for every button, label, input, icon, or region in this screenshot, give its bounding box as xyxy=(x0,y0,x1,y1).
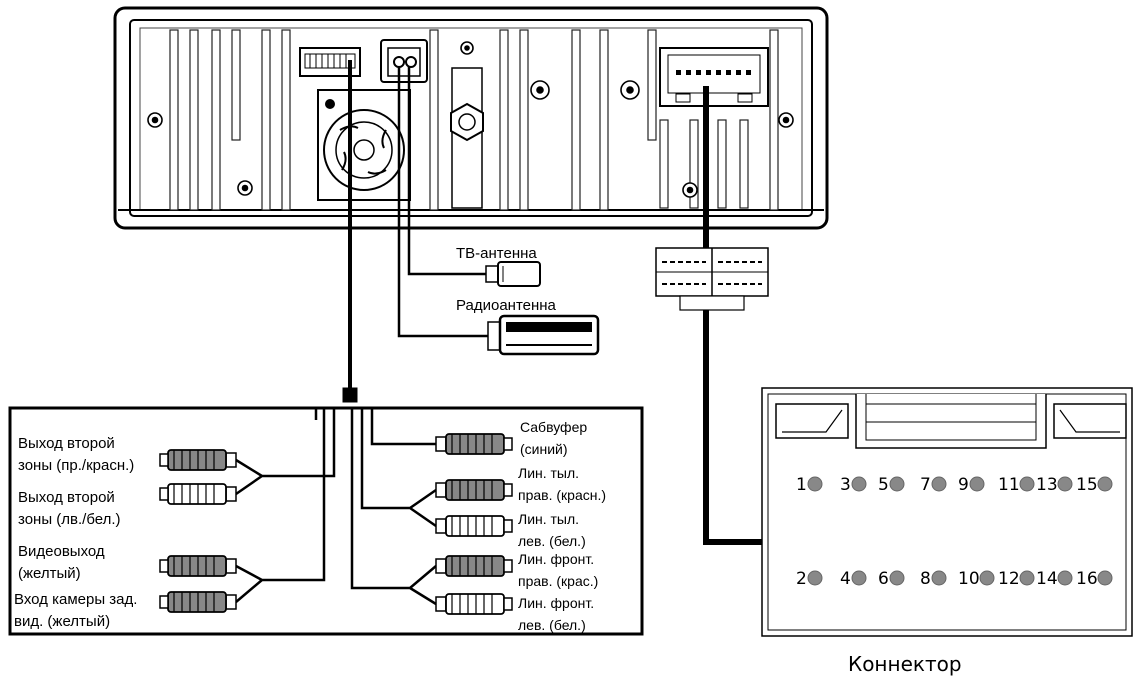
heat-sink-fin xyxy=(599,29,609,211)
pin-contact xyxy=(1019,476,1035,492)
rca-label: Лин. тыл.лев. (бел.) xyxy=(518,511,586,549)
radio-antenna-label: Радиоантенна xyxy=(456,297,557,314)
heat-sink-fin xyxy=(689,119,699,209)
rca-label: Лин. тыл.прав. (красн.) xyxy=(518,465,606,503)
pin-contact xyxy=(851,570,867,586)
pin-number: 9 xyxy=(958,475,969,495)
heat-sink-fin xyxy=(519,29,529,211)
pin-contact xyxy=(931,476,947,492)
pin-number: 7 xyxy=(920,475,931,495)
pin-number: 8 xyxy=(920,569,931,589)
pin-contact xyxy=(807,476,823,492)
heat-sink-fin xyxy=(189,29,199,211)
rca-plug xyxy=(159,483,237,505)
heat-sink-fin xyxy=(429,29,439,211)
rca-outputs-box xyxy=(8,406,644,636)
rca-label: Лин. фронт.лев. (бел.) xyxy=(518,595,594,633)
tv-antenna-plug xyxy=(485,261,541,287)
pin-contact xyxy=(851,476,867,492)
pin-number: 11 xyxy=(998,475,1020,495)
pin-contact xyxy=(889,476,905,492)
cooling-fan xyxy=(317,89,411,201)
radio-antenna-plug xyxy=(487,314,600,356)
rca-plug xyxy=(435,479,513,501)
heat-sink-fin xyxy=(231,29,241,141)
pin-contact xyxy=(889,570,905,586)
iso-connector-socket xyxy=(659,47,769,107)
heat-sink-fin xyxy=(571,29,581,211)
pin-number: 6 xyxy=(878,569,889,589)
heat-sink-fin xyxy=(769,29,779,211)
rca-plug xyxy=(435,593,513,615)
rca-plug xyxy=(159,591,237,613)
pin-contact xyxy=(807,570,823,586)
wires xyxy=(342,60,762,545)
pin-contact xyxy=(1019,570,1035,586)
pin-contact xyxy=(931,570,947,586)
mounting-screws xyxy=(147,41,794,199)
rca-plug xyxy=(159,449,237,471)
pin-contact xyxy=(979,570,995,586)
rca-label: Лин. фронт.прав. (крас.) xyxy=(518,551,598,589)
heat-sink-fin xyxy=(261,29,271,211)
rca-label: Видеовыход(желтый) xyxy=(18,543,105,582)
heat-sink-fin xyxy=(659,119,669,209)
pin-contact xyxy=(969,476,985,492)
heat-sink-fin xyxy=(739,119,749,209)
rca-plug xyxy=(435,555,513,577)
heat-sink-fin xyxy=(169,29,179,211)
rca-plug xyxy=(159,555,237,577)
pin-number: 2 xyxy=(796,569,807,589)
connector-caption: Коннектор xyxy=(848,652,962,676)
pin-number: 16 xyxy=(1076,569,1098,589)
iso-adapter-plug xyxy=(655,247,769,311)
heat-sink-fin xyxy=(211,29,221,211)
pin-contact xyxy=(1057,476,1073,492)
heat-sink-fin xyxy=(647,29,657,141)
pin-number: 15 xyxy=(1076,475,1098,495)
heat-sink-fin xyxy=(717,119,727,209)
rca-label: Сабвуфер(синий) xyxy=(520,419,587,457)
heat-sink-fin xyxy=(499,29,509,211)
pin-number: 12 xyxy=(998,569,1020,589)
pin-number: 5 xyxy=(878,475,889,495)
antenna-socket xyxy=(380,39,428,83)
rca-plug xyxy=(435,515,513,537)
pin-contact xyxy=(1097,476,1113,492)
pin-number: 13 xyxy=(1036,475,1058,495)
pin-number: 3 xyxy=(840,475,851,495)
pin-number: 1 xyxy=(796,475,807,495)
pin-contact xyxy=(1057,570,1073,586)
rca-label: Вход камеры зад.вид. (желтый) xyxy=(14,591,137,630)
pin-contact xyxy=(1097,570,1113,586)
tv-antenna-label: ТВ-антенна xyxy=(456,245,537,262)
pin-number: 4 xyxy=(840,569,851,589)
heat-sink-fin xyxy=(281,29,291,211)
pin-number: 10 xyxy=(958,569,980,589)
rca-plug xyxy=(435,433,513,455)
center-nut xyxy=(450,67,484,209)
pin-number: 14 xyxy=(1036,569,1058,589)
head-unit-rear-panel xyxy=(113,6,829,230)
